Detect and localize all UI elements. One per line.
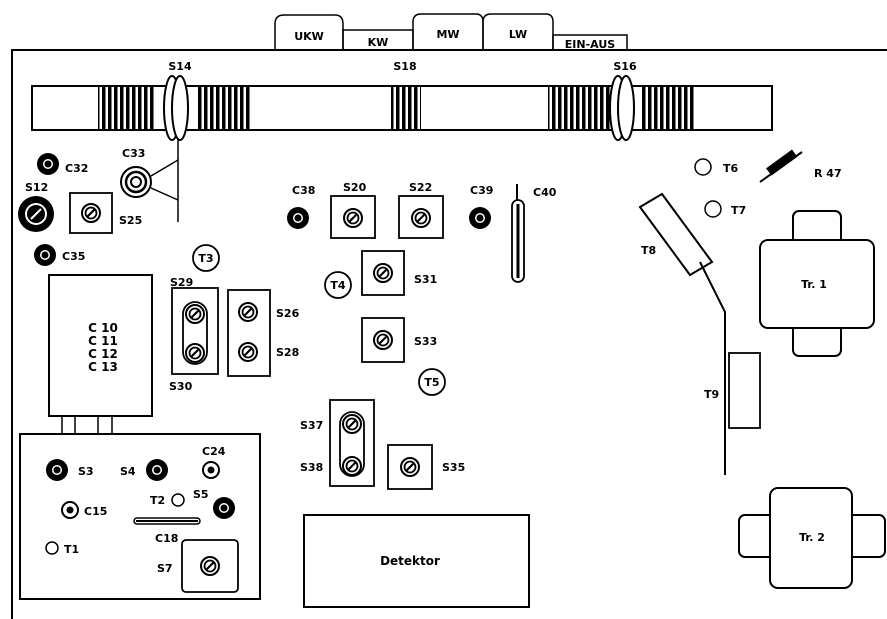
label-s31: S31 xyxy=(414,273,437,286)
label-s18: S18 xyxy=(393,60,416,73)
transistor-t6 xyxy=(694,158,712,176)
tab-kw: KW xyxy=(368,36,389,49)
transformer-tr1 xyxy=(759,210,875,357)
filter-c13: C 13 xyxy=(88,360,118,374)
label-t1: T1 xyxy=(64,543,79,556)
label-s29: S29 xyxy=(170,276,193,289)
transformer-tr2 xyxy=(738,487,886,589)
label-s12: S12 xyxy=(25,181,48,194)
capacitor-c15 xyxy=(61,501,79,519)
label-s20: S20 xyxy=(343,181,367,194)
label-detektor: Detektor xyxy=(380,554,440,568)
label-c40: C40 xyxy=(533,186,557,199)
label-t2: T2 xyxy=(150,494,165,507)
label-s33: S33 xyxy=(414,335,437,348)
label-s25: S25 xyxy=(119,214,142,227)
label-s30: S30 xyxy=(169,380,193,393)
transistor-t1 xyxy=(45,541,59,555)
label-s26: S26 xyxy=(276,307,300,320)
label-c32: C32 xyxy=(65,162,88,175)
transistor-t4 xyxy=(324,271,352,299)
label-t6: T6 xyxy=(723,162,739,175)
capacitor-c33 xyxy=(120,140,179,222)
tab-ukw: UKW xyxy=(294,30,324,43)
label-s35: S35 xyxy=(442,461,465,474)
label-c35: C35 xyxy=(62,250,85,263)
label-s28: S28 xyxy=(276,346,299,359)
trimmer-s5 xyxy=(213,497,235,519)
transistor-t3 xyxy=(192,244,220,272)
trimmer-c35 xyxy=(34,244,56,266)
label-s37: S37 xyxy=(300,419,323,432)
label-c24: C24 xyxy=(202,445,226,458)
capacitor-c40 xyxy=(511,184,525,283)
label-c15: C15 xyxy=(84,505,107,518)
resistor-r47 xyxy=(759,149,803,183)
label-s22: S22 xyxy=(409,181,432,194)
filter-block xyxy=(48,274,153,417)
transistor-t2 xyxy=(171,493,185,507)
label-c18: C18 xyxy=(155,532,178,545)
trimmer-s3 xyxy=(46,459,68,481)
label-r47: R 47 xyxy=(814,167,842,180)
label-s16: S16 xyxy=(613,60,637,73)
tab-ein-aus: EIN-AUS xyxy=(565,38,615,51)
label-t5: T5 xyxy=(424,376,439,389)
transistor-t5 xyxy=(418,368,446,396)
label-c38: C38 xyxy=(292,184,315,197)
transistor-t8-cooler xyxy=(638,192,726,475)
label-t8: T8 xyxy=(641,244,656,257)
label-s3: S3 xyxy=(78,465,94,478)
label-t4: T4 xyxy=(330,279,346,292)
label-c39: C39 xyxy=(470,184,493,197)
transistor-t9-cooler xyxy=(728,352,761,429)
label-s4: S4 xyxy=(120,465,136,478)
tab-lw: LW xyxy=(509,28,527,41)
tab-mw: MW xyxy=(436,28,459,41)
capacitor-c24 xyxy=(202,461,220,479)
label-t7: T7 xyxy=(731,204,746,217)
filter-c12: C 12 xyxy=(88,347,118,361)
label-s7: S7 xyxy=(157,562,173,575)
filter-c10: C 10 xyxy=(88,321,118,335)
trimmer-s4 xyxy=(146,459,168,481)
label-s5: S5 xyxy=(193,488,209,501)
capacitor-c18 xyxy=(133,517,201,525)
trimmer-s12 xyxy=(18,196,54,232)
label-t9: T9 xyxy=(704,388,719,401)
detektor-module xyxy=(303,514,530,608)
band-tabs xyxy=(274,13,628,50)
trimmer-c38 xyxy=(287,207,309,229)
label-tr1: Tr. 1 xyxy=(801,278,827,291)
filter-c11: C 11 xyxy=(88,334,118,348)
label-tr2: Tr. 2 xyxy=(799,531,825,544)
transistor-t7 xyxy=(704,200,722,218)
trimmer-c32 xyxy=(37,153,59,175)
ferrite-rod-antenna xyxy=(31,75,773,141)
label-s14: S14 xyxy=(168,60,192,73)
label-t3: T3 xyxy=(198,252,213,265)
label-s38: S38 xyxy=(300,461,323,474)
label-c33: C33 xyxy=(122,147,145,160)
screw-s25 xyxy=(80,202,102,224)
board-outline xyxy=(11,49,887,619)
trimmer-c39 xyxy=(469,207,491,229)
